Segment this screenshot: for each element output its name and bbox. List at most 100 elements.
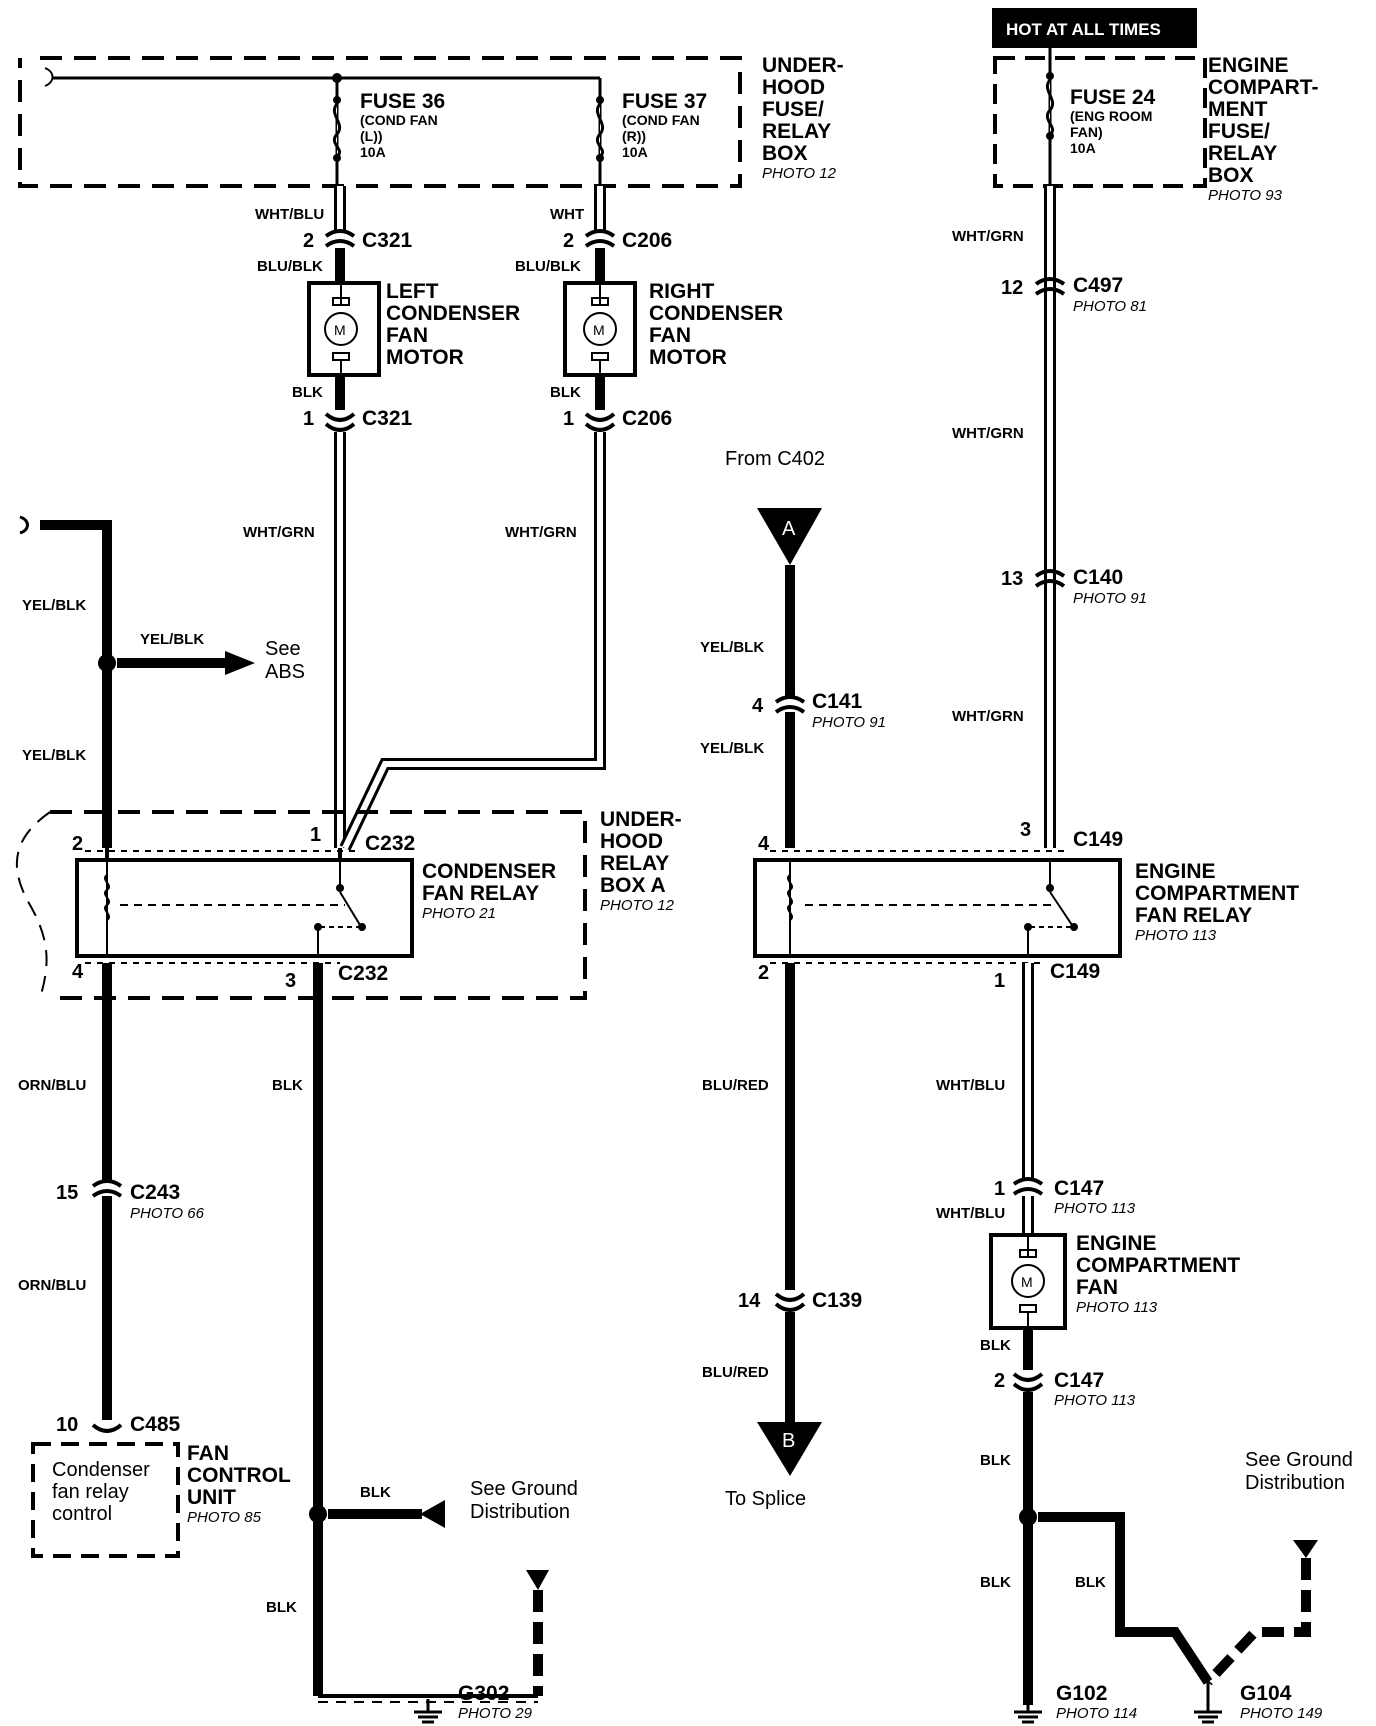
fuse-36-title: FUSE 36 [360,90,445,113]
condenser-relay-line-2: FAN RELAY [422,882,539,905]
right-motor-line-1: RIGHT [649,280,715,303]
connector-c232-bottom: C232 [338,962,388,985]
connector-c232-top: C232 [365,832,415,855]
ground-g302-photo: PHOTO 29 [458,1705,533,1722]
right-motor-line-4: MOTOR [649,346,727,369]
fuse-24-sub-2: FAN) [1070,124,1103,140]
ground-dist-arrow-icon [420,1500,445,1528]
ground-g104-label: G104 [1240,1682,1292,1705]
connector-c141: C141 [812,690,863,713]
wire-label-blk-engine-3: BLK [1075,1574,1106,1591]
orn-blu-circuit: ORN/BLU 15 C243 PHOTO 66 ORN/BLU 10 C485… [18,963,291,1558]
engine-fan-line-2: COMPARTMENT [1076,1254,1240,1277]
ground-dist-right-2: Distribution [1245,1472,1345,1494]
right-condenser-circuit: WHT 2 C206 BLU/BLK M RIGHT CONDENSER FAN… [339,186,783,851]
see-abs-arrow-icon [225,651,255,675]
wire-label-wht-grn-r1: WHT/GRN [952,228,1024,245]
condenser-relay-line-1: CONDENSER [422,860,556,883]
left-motor-line-4: MOTOR [386,346,464,369]
engine-fan-m: M [1021,1274,1033,1290]
hot-at-all-times-label: HOT AT ALL TIMES [1006,20,1161,39]
pin-4-engine-relay: 4 [758,833,770,855]
relay-box-a-line-3: RELAY [600,852,669,875]
pin-2-engine-relay: 2 [758,962,769,984]
underhood-box-line-2: HOOD [762,76,825,99]
connector-c321-bottom: C321 [362,407,413,430]
connector-c206-bottom: C206 [622,407,672,430]
fan-control-unit-box [31,1442,180,1558]
relay-box-a-line-1: UNDER- [600,808,682,831]
condenser-relay-photo: PHOTO 21 [422,905,496,922]
connector-c206-top: C206 [622,229,672,252]
relay-box-a-line-2: HOOD [600,830,663,853]
left-motor-line-3: FAN [386,324,428,347]
fuse-37-sub-2: (R)) [622,128,646,144]
left-motor-symbol [324,312,358,346]
fan-control-line-2: CONTROL [187,1464,291,1487]
wire-label-blu-red-2: BLU/RED [702,1364,769,1381]
engine-fan-line-3: FAN [1076,1276,1118,1299]
left-motor-m: M [334,322,346,338]
fan-control-line-3: UNIT [187,1486,236,1509]
wire-label-blk-engine-1: BLK [980,1337,1011,1354]
yel-blk-feed: YEL/BLK YEL/BLK See ABS YEL/BLK [19,515,305,848]
engine-box-line-5: RELAY [1208,142,1277,165]
relay-box-a-line-4: BOX A [600,874,666,897]
ground-g102-photo: PHOTO 114 [1056,1705,1137,1722]
engine-fuse-box: HOT AT ALL TIMES FUSE 24 (ENG ROOM FAN) … [992,8,1318,204]
ground-stub-arrow-icon [526,1570,549,1590]
pin-12-c497: 12 [1001,277,1023,299]
wire-label-wht-grn-left: WHT/GRN [243,524,315,541]
connector-c321-top: C321 [362,229,413,252]
c140-photo: PHOTO 91 [1073,590,1147,607]
wire-label-blk-engine-4: BLK [980,1574,1011,1591]
ground-g102-icon [1014,1705,1042,1724]
connector-c485: C485 [130,1413,181,1436]
pin-14-c139: 14 [738,1290,761,1312]
ground-g302-icon [414,1699,442,1724]
pin-4-c141: 4 [752,695,764,717]
engine-box-line-3: MENT [1208,98,1268,121]
wire-label-blk-g302-2: BLK [266,1599,297,1616]
wire-label-yel-blk-4: YEL/BLK [700,740,764,757]
connector-c149-bottom: C149 [1050,960,1100,983]
center-circuit: From C402 A YEL/BLK 4 C141 PHOTO 91 YEL/… [700,448,886,1510]
relay-box-a-photo: PHOTO 12 [600,897,675,914]
wire-label-blk-g302-1: BLK [272,1077,303,1094]
c147-photo-bottom: PHOTO 113 [1054,1392,1136,1409]
engine-box-line-6: BOX [1208,164,1254,187]
wire-label-blk-left-motor: BLK [292,384,323,401]
blk-ground-g302: BLK BLK See Ground Distribution BLK G302… [266,963,578,1724]
pin-15-c243: 15 [56,1182,78,1204]
fan-control-inner-1: Condenser [52,1459,150,1481]
connector-c149-top: C149 [1073,828,1123,851]
right-motor-symbol [583,312,617,346]
condenser-fan-relay-box [75,858,414,958]
wire-label-blu-blk-right: BLU/BLK [515,258,581,275]
see-abs-line-2: ABS [265,661,305,683]
wire-label-yel-blk-1: YEL/BLK [22,597,86,614]
fan-control-inner-3: control [52,1503,112,1525]
connector-c243: C243 [130,1181,180,1204]
wire-label-orn-blu-1: ORN/BLU [18,1077,86,1094]
terminal-a-label: A [782,518,796,540]
c141-photo: PHOTO 91 [812,714,886,731]
pin-13-c140: 13 [1001,568,1023,590]
ground-dist-right-1: See Ground [1245,1449,1353,1471]
wire-label-wht: WHT [550,206,584,223]
fuse-37-title: FUSE 37 [622,90,707,113]
pin-1-c147: 1 [994,1178,1005,1200]
wire-label-blu-blk-left: BLU/BLK [257,258,323,275]
wire-label-blk-right-motor: BLK [550,384,581,401]
pin-3-c149: 3 [1020,819,1031,841]
engine-box-photo: PHOTO 93 [1208,187,1283,204]
wire-label-orn-blu-2: ORN/BLU [18,1277,86,1294]
underhood-box-line-5: BOX [762,142,808,165]
fuse-24-sub-1: (ENG ROOM [1070,108,1152,124]
pin-2-c147: 2 [994,1370,1005,1392]
underhood-fuse-relay-box: FUSE 36 (COND FAN (L)) 10A FUSE 37 (COND… [18,54,844,188]
wire-label-yel-blk-2: YEL/BLK [22,747,86,764]
terminal-a-icon [757,508,822,565]
ground-g104-photo: PHOTO 149 [1240,1705,1323,1722]
hot-at-all-times-badge [992,8,1197,48]
